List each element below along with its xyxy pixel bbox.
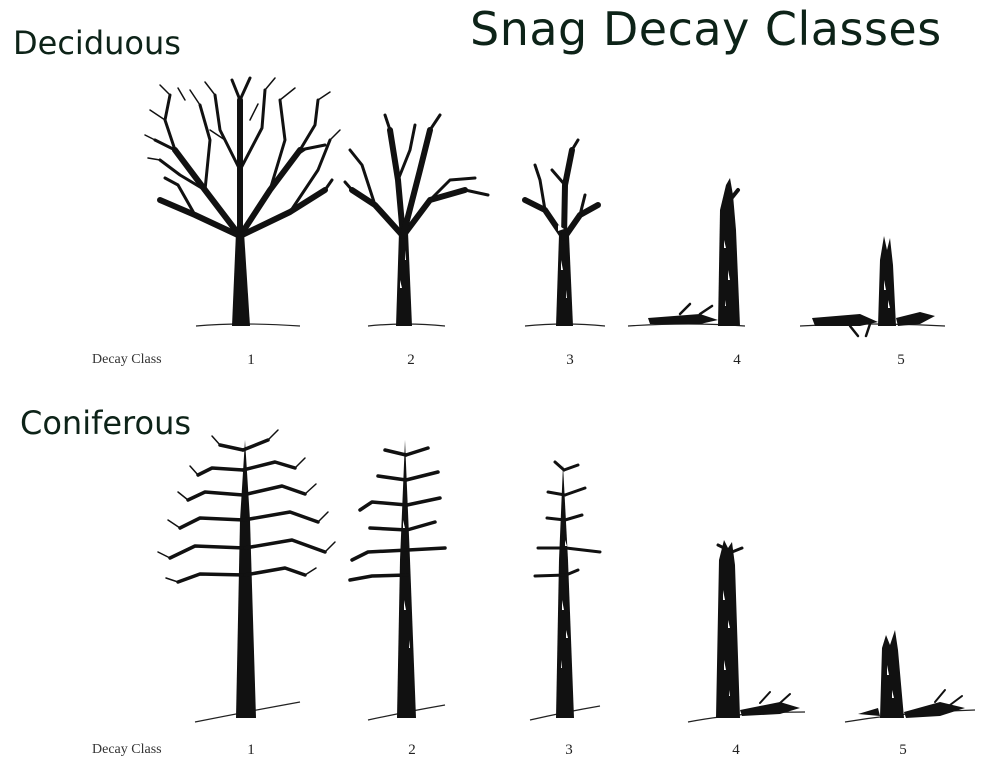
coniferous-class-3-number: 3 <box>565 742 573 759</box>
coniferous-tree-class-1 <box>158 430 335 722</box>
deciduous-class-4-number: 4 <box>733 352 741 369</box>
coniferous-class-4-number: 4 <box>732 742 740 759</box>
coniferous-decay-class-label: Decay Class <box>92 742 162 758</box>
coniferous-tree-class-2 <box>350 440 445 720</box>
deciduous-tree-class-3 <box>525 140 605 326</box>
deciduous-tree-class-1 <box>145 78 340 326</box>
coniferous-class-2-number: 2 <box>408 742 416 759</box>
coniferous-tree-class-5 <box>845 630 975 722</box>
coniferous-tree-class-3 <box>530 462 600 720</box>
deciduous-tree-class-2 <box>345 115 488 326</box>
coniferous-class-1-number: 1 <box>247 742 255 759</box>
deciduous-class-3-number: 3 <box>566 352 574 369</box>
coniferous-tree-class-4 <box>688 540 805 722</box>
deciduous-decay-class-label: Decay Class <box>92 352 162 368</box>
deciduous-class-2-number: 2 <box>407 352 415 369</box>
deciduous-tree-class-4 <box>628 178 745 326</box>
deciduous-tree-class-5 <box>800 236 945 336</box>
deciduous-class-1-number: 1 <box>247 352 255 369</box>
coniferous-class-5-number: 5 <box>899 742 907 759</box>
deciduous-class-5-number: 5 <box>897 352 905 369</box>
